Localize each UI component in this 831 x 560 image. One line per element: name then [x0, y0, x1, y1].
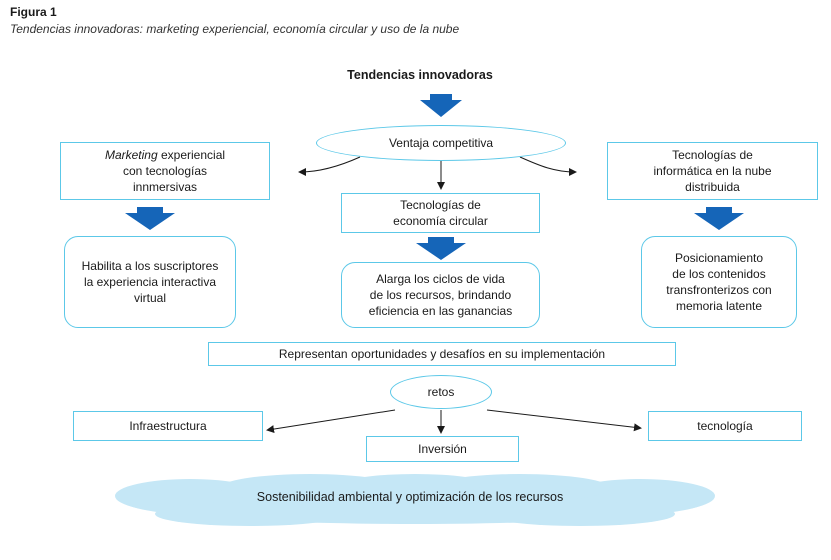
block-arrow-center — [416, 237, 466, 260]
block-arrows — [125, 94, 744, 260]
result-center-line3: eficiencia en las ganancias — [368, 304, 513, 319]
nube-line1: Tecnologías de — [672, 147, 753, 162]
connector-retos-left — [266, 409, 396, 434]
box-inversion: Inversión — [366, 436, 519, 462]
block-arrow-top — [420, 94, 462, 117]
figure-label: Figura 1 — [10, 5, 57, 19]
result-right-line2: de los contenidos — [672, 266, 766, 281]
connector-lines — [266, 156, 642, 434]
result-left-line3: virtual — [133, 291, 166, 306]
marketing-rest: experiencial — [157, 147, 226, 162]
cloud-label: Sostenibilidad ambiental y optimización … — [256, 490, 564, 504]
inversion-label: Inversión — [418, 441, 467, 456]
box-infraestructura: Infraestructura — [73, 411, 263, 441]
result-center: Alarga los ciclos de vida de los recurso… — [341, 262, 540, 328]
block-arrow-left — [125, 207, 175, 230]
box-oportunidades: Representan oportunidades y desafíos en … — [208, 342, 676, 366]
nube-line2: informática en la nube — [653, 163, 772, 178]
connector-to-left — [298, 156, 361, 176]
diagram-title: Tendencias innovadoras — [347, 68, 493, 82]
result-left: Habilita a los suscriptores la experienc… — [64, 236, 236, 328]
economia-line1: Tecnologías de — [400, 197, 481, 212]
marketing-line2: con tecnologías — [122, 163, 208, 178]
oportunidades-label: Representan oportunidades y desafíos en … — [278, 346, 606, 361]
nube-line3: distribuida — [685, 180, 740, 195]
ellipse-ventaja-competitiva: Ventaja competitiva — [316, 125, 566, 161]
result-center-line1: Alarga los ciclos de vida — [376, 271, 505, 286]
box-informatica-nube: Tecnologías de informática en la nube di… — [607, 142, 818, 200]
box-economia-circular: Tecnologías de economía circular — [341, 193, 540, 233]
result-left-line1: Habilita a los suscriptores — [81, 258, 219, 273]
economia-line2: economía circular — [393, 214, 488, 228]
retos-label: retos — [427, 385, 455, 399]
box-marketing-experiencial: Marketing experiencial con tecnologías i… — [60, 142, 270, 200]
result-left-line2: la experiencia interactiva — [83, 274, 217, 289]
connector-to-right — [519, 156, 577, 176]
tecnologia-label: tecnología — [697, 418, 753, 433]
cloud-shape — [115, 474, 715, 526]
result-right: Posicionamiento de los contenidos transf… — [641, 236, 797, 328]
figure-caption: Tendencias innovadoras: marketing experi… — [10, 22, 460, 36]
ellipse-ventaja-label: Ventaja competitiva — [388, 136, 494, 150]
connector-retos-right — [486, 409, 642, 432]
marketing-italic: Marketing — [104, 147, 158, 162]
result-center-line2: de los recursos, brindando — [369, 287, 512, 302]
ellipse-retos: retos — [390, 375, 492, 409]
result-right-line1: Posicionamiento — [674, 250, 764, 265]
box-tecnologia: tecnología — [648, 411, 802, 441]
block-arrow-right — [694, 207, 744, 230]
marketing-line3: innmersivas — [132, 180, 198, 195]
infraestructura-label: Infraestructura — [129, 418, 207, 433]
result-right-line4: memoria latente — [675, 299, 763, 314]
result-right-line3: transfronterizos con — [666, 283, 772, 297]
